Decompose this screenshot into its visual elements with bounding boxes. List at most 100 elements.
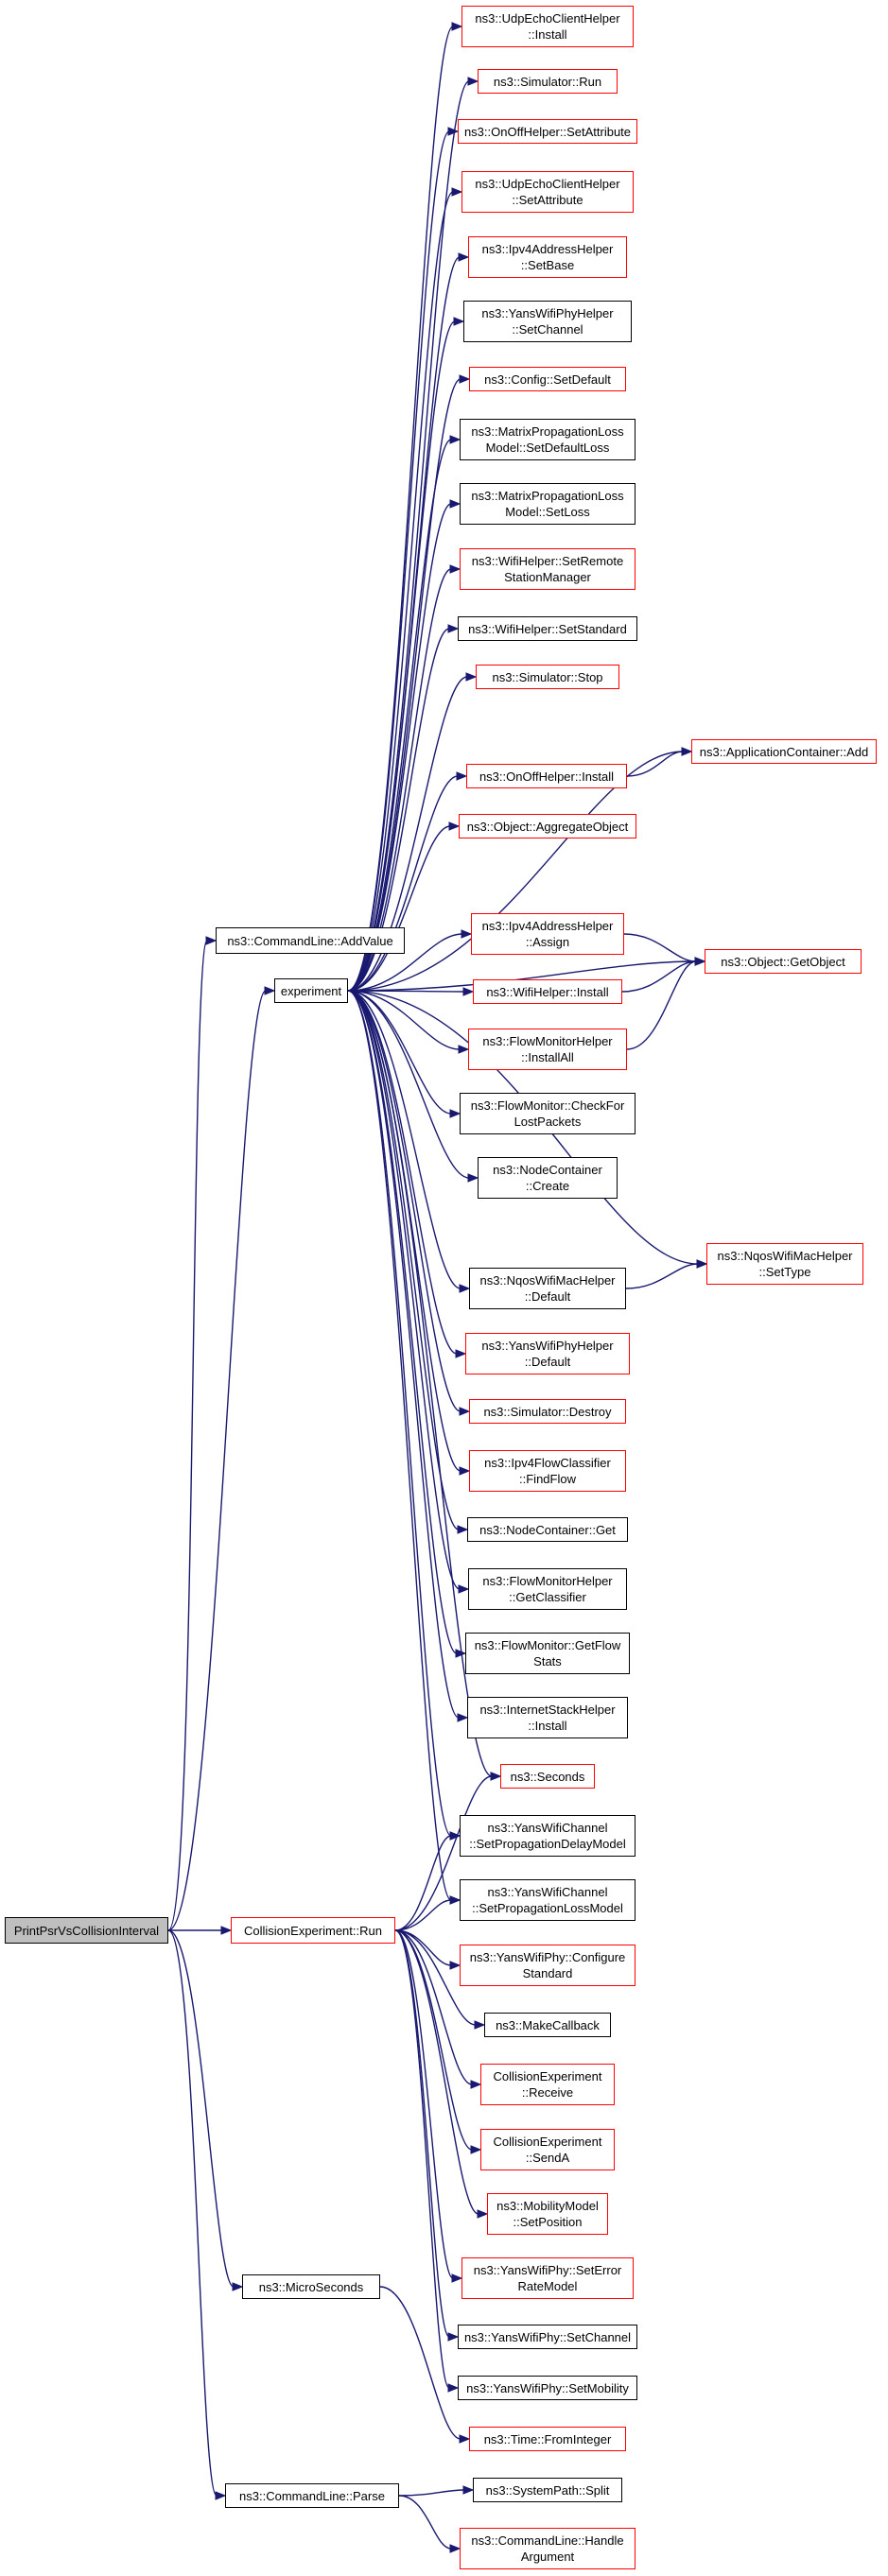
edge-print_psr-to-experiment (167, 990, 267, 1931)
node-commandline-parse[interactable]: ns3::CommandLine::Parse (225, 2483, 399, 2508)
edge-arrowhead (448, 821, 461, 831)
node-ipv4flowclassifier-findflow[interactable]: ns3::Ipv4FlowClassifier ::FindFlow (469, 1450, 626, 1492)
node-object-getobject[interactable]: ns3::Object::GetObject (705, 949, 862, 974)
edge-experiment-to-nodecontainer_create (347, 990, 470, 1179)
node-nodecontainer-create[interactable]: ns3::NodeContainer ::Create (478, 1157, 618, 1199)
node-mobilitymodel-setposition[interactable]: ns3::MobilityModel ::SetPosition (487, 2193, 608, 2235)
node-print-psr-vs-collision-interval[interactable]: PrintPsrVsCollisionInterval (5, 1917, 168, 1944)
edge-arrowhead (449, 2544, 461, 2553)
edge-arrowhead (447, 624, 460, 633)
node-object-aggregateobject[interactable]: ns3::Object::AggregateObject (459, 814, 636, 838)
node-ipv4addresshelper-assign[interactable]: ns3::Ipv4AddressHelper ::Assign (471, 913, 624, 955)
edge-arrowhead (459, 1284, 471, 1293)
edge-arrowhead (457, 1525, 469, 1534)
node-udpechoclienthelper-install[interactable]: ns3::UdpEchoClientHelper ::Install (461, 6, 634, 47)
node-makecallback[interactable]: ns3::MakeCallback (484, 2013, 611, 2037)
node-simulator-run[interactable]: ns3::Simulator::Run (478, 69, 618, 94)
node-simulator-destroy[interactable]: ns3::Simulator::Destroy (469, 1399, 626, 1424)
node-yanswifichannel-setpropagationdelaymodel[interactable]: ns3::YansWifiChannel ::SetPropagationDel… (460, 1815, 636, 1857)
node-commandline-handleargument[interactable]: ns3::CommandLine::Handle Argument (460, 2528, 636, 2569)
node-experiment[interactable]: experiment (274, 978, 348, 1003)
edge-arrowhead (467, 77, 479, 86)
node-microseconds[interactable]: ns3::MicroSeconds (242, 2274, 380, 2299)
edge-arrowhead (462, 987, 475, 996)
edge-experiment-to-yansphyhelper_default (347, 990, 458, 1355)
node-flowmonitor-getflowstats[interactable]: ns3::FlowMonitor::GetFlow Stats (465, 1633, 630, 1674)
node-wifihelper-setremotestationmanager[interactable]: ns3::WifiHelper::SetRemote StationManage… (460, 548, 636, 590)
edge-experiment-to-ipv4addr_setbase (347, 256, 461, 992)
node-yanswifiphy-setchannel[interactable]: ns3::YansWifiPhy::SetChannel (458, 2325, 637, 2349)
edge-arrowhead (264, 986, 276, 995)
node-yanswifiphyhelper-setchannel[interactable]: ns3::YansWifiPhyHelper ::SetChannel (463, 301, 632, 342)
edge-experiment-to-wifihelper_install (347, 990, 465, 993)
node-systempath-split[interactable]: ns3::SystemPath::Split (473, 2478, 622, 2502)
edge-arrowhead (447, 2383, 460, 2393)
node-onoffhelper-setattribute[interactable]: ns3::OnOffHelper::SetAttribute (458, 119, 637, 144)
node-nodecontainer-get[interactable]: ns3::NodeContainer::Get (467, 1517, 628, 1542)
edge-print_psr-to-microseconds (167, 1929, 235, 2288)
edge-arrowhead (455, 1349, 467, 1358)
edge-experiment-to-wifihelper_setremote (347, 568, 452, 992)
node-wifihelper-install[interactable]: ns3::WifiHelper::Install (473, 979, 622, 1004)
edge-arrowhead (467, 1173, 479, 1183)
edge-arrowhead (220, 1926, 233, 1935)
node-simulator-stop[interactable]: ns3::Simulator::Stop (476, 665, 619, 689)
node-wifihelper-setstandard[interactable]: ns3::WifiHelper::SetStandard (458, 616, 637, 641)
node-time-frominteger[interactable]: ns3::Time::FromInteger (469, 2427, 626, 2451)
node-yanswifichannel-setpropagationlossmodel[interactable]: ns3::YansWifiChannel ::SetPropagationLos… (460, 1879, 636, 1921)
edge-experiment-to-matrix_setloss (347, 503, 452, 992)
edge-onoff_install-to-appcontainer_add (626, 751, 684, 777)
node-flowmonitorhelper-installall[interactable]: ns3::FlowMonitorHelper ::InstallAll (468, 1029, 627, 1070)
edge-arrowhead (474, 2020, 486, 2030)
edge-experiment-to-udpecho_install (347, 26, 454, 992)
edge-arrowhead (681, 747, 693, 756)
node-commandline-addvalue[interactable]: ns3::CommandLine::AddValue (216, 927, 405, 954)
edge-experiment-to-flowmonhelper_getclassifier (347, 990, 461, 1590)
edge-arrowhead (458, 1045, 470, 1054)
node-config-setdefault[interactable]: ns3::Config::SetDefault (469, 367, 626, 391)
node-yanswifiphy-configurestandard[interactable]: ns3::YansWifiPhy::Configure Standard (460, 1945, 636, 1986)
edge-arrowhead (451, 22, 463, 31)
edge-arrowhead (451, 2273, 463, 2283)
node-applicationcontainer-add[interactable]: ns3::ApplicationContainer::Add (691, 739, 877, 764)
edge-experiment-to-onoff_install (347, 775, 459, 992)
node-collisionexperiment-receive[interactable]: CollisionExperiment ::Receive (480, 2064, 615, 2105)
edge-arrowhead (459, 1466, 471, 1476)
edge-arrowhead (451, 187, 463, 197)
node-onoffhelper-install[interactable]: ns3::OnOffHelper::Install (466, 764, 627, 788)
edge-microseconds-to-time_frominteger (379, 2286, 461, 2440)
edge-collision_run-to-yanschannel_setloss (394, 1899, 452, 1931)
node-yanswifiphyhelper-default[interactable]: ns3::YansWifiPhyHelper ::Default (465, 1333, 630, 1374)
edge-experiment-to-appcontainer_add (347, 751, 684, 992)
node-nqoswifimachelper-settype[interactable]: ns3::NqosWifiMacHelper ::SetType (706, 1243, 863, 1285)
edge-wifihelper_install-to-object_getobject (621, 960, 697, 993)
edge-arrowhead (458, 1584, 470, 1594)
node-yanswifiphy-setmobility[interactable]: ns3::YansWifiPhy::SetMobility (458, 2376, 637, 2400)
edge-experiment-to-yanschannel_setloss (347, 990, 452, 1901)
node-internetstackhelper-install[interactable]: ns3::InternetStackHelper ::Install (467, 1697, 628, 1738)
node-udpechoclienthelper-setattribute[interactable]: ns3::UdpEchoClientHelper ::SetAttribute (461, 171, 634, 213)
edge-arrowhead (449, 1961, 461, 1970)
node-ipv4addresshelper-setbase[interactable]: ns3::Ipv4AddressHelper ::SetBase (468, 236, 627, 278)
node-collision-experiment-run[interactable]: CollisionExperiment::Run (231, 1917, 395, 1944)
edge-arrowhead (449, 1895, 461, 1905)
edge-flowmonhelper_installall-to-object_getobject (626, 960, 697, 1050)
edge-arrowhead (447, 2332, 460, 2342)
edge-arrowhead (470, 2145, 482, 2154)
node-collisionexperiment-senda[interactable]: CollisionExperiment ::SendA (480, 2129, 615, 2170)
edge-experiment-to-sim_destroy (347, 990, 461, 1412)
edge-arrowhead (447, 127, 460, 136)
node-yanswifiphy-seterrorratemodel[interactable]: ns3::YansWifiPhy::SetError RateModel (461, 2257, 634, 2299)
node-matrixpropagationlossmodel-setdefaultloss[interactable]: ns3::MatrixPropagationLoss Model::SetDef… (460, 419, 636, 460)
node-nqoswifimachelper-default[interactable]: ns3::NqosWifiMacHelper ::Default (469, 1268, 626, 1309)
edge-arrowhead (449, 1831, 461, 1841)
edge-arrowhead (232, 2282, 244, 2291)
edge-nqoswifimac_default-to-nqoswifimac_settype (625, 1263, 699, 1289)
node-matrixpropagationlossmodel-setloss[interactable]: ns3::MatrixPropagationLoss Model::SetLos… (460, 483, 636, 525)
node-flowmonitorhelper-getclassifier[interactable]: ns3::FlowMonitorHelper ::GetClassifier (468, 1568, 627, 1610)
node-flowmonitor-checkforlostpackets[interactable]: ns3::FlowMonitor::CheckFor LostPackets (460, 1093, 636, 1134)
node-seconds[interactable]: ns3::Seconds (500, 1764, 595, 1789)
edge-arrowhead (490, 1772, 502, 1781)
